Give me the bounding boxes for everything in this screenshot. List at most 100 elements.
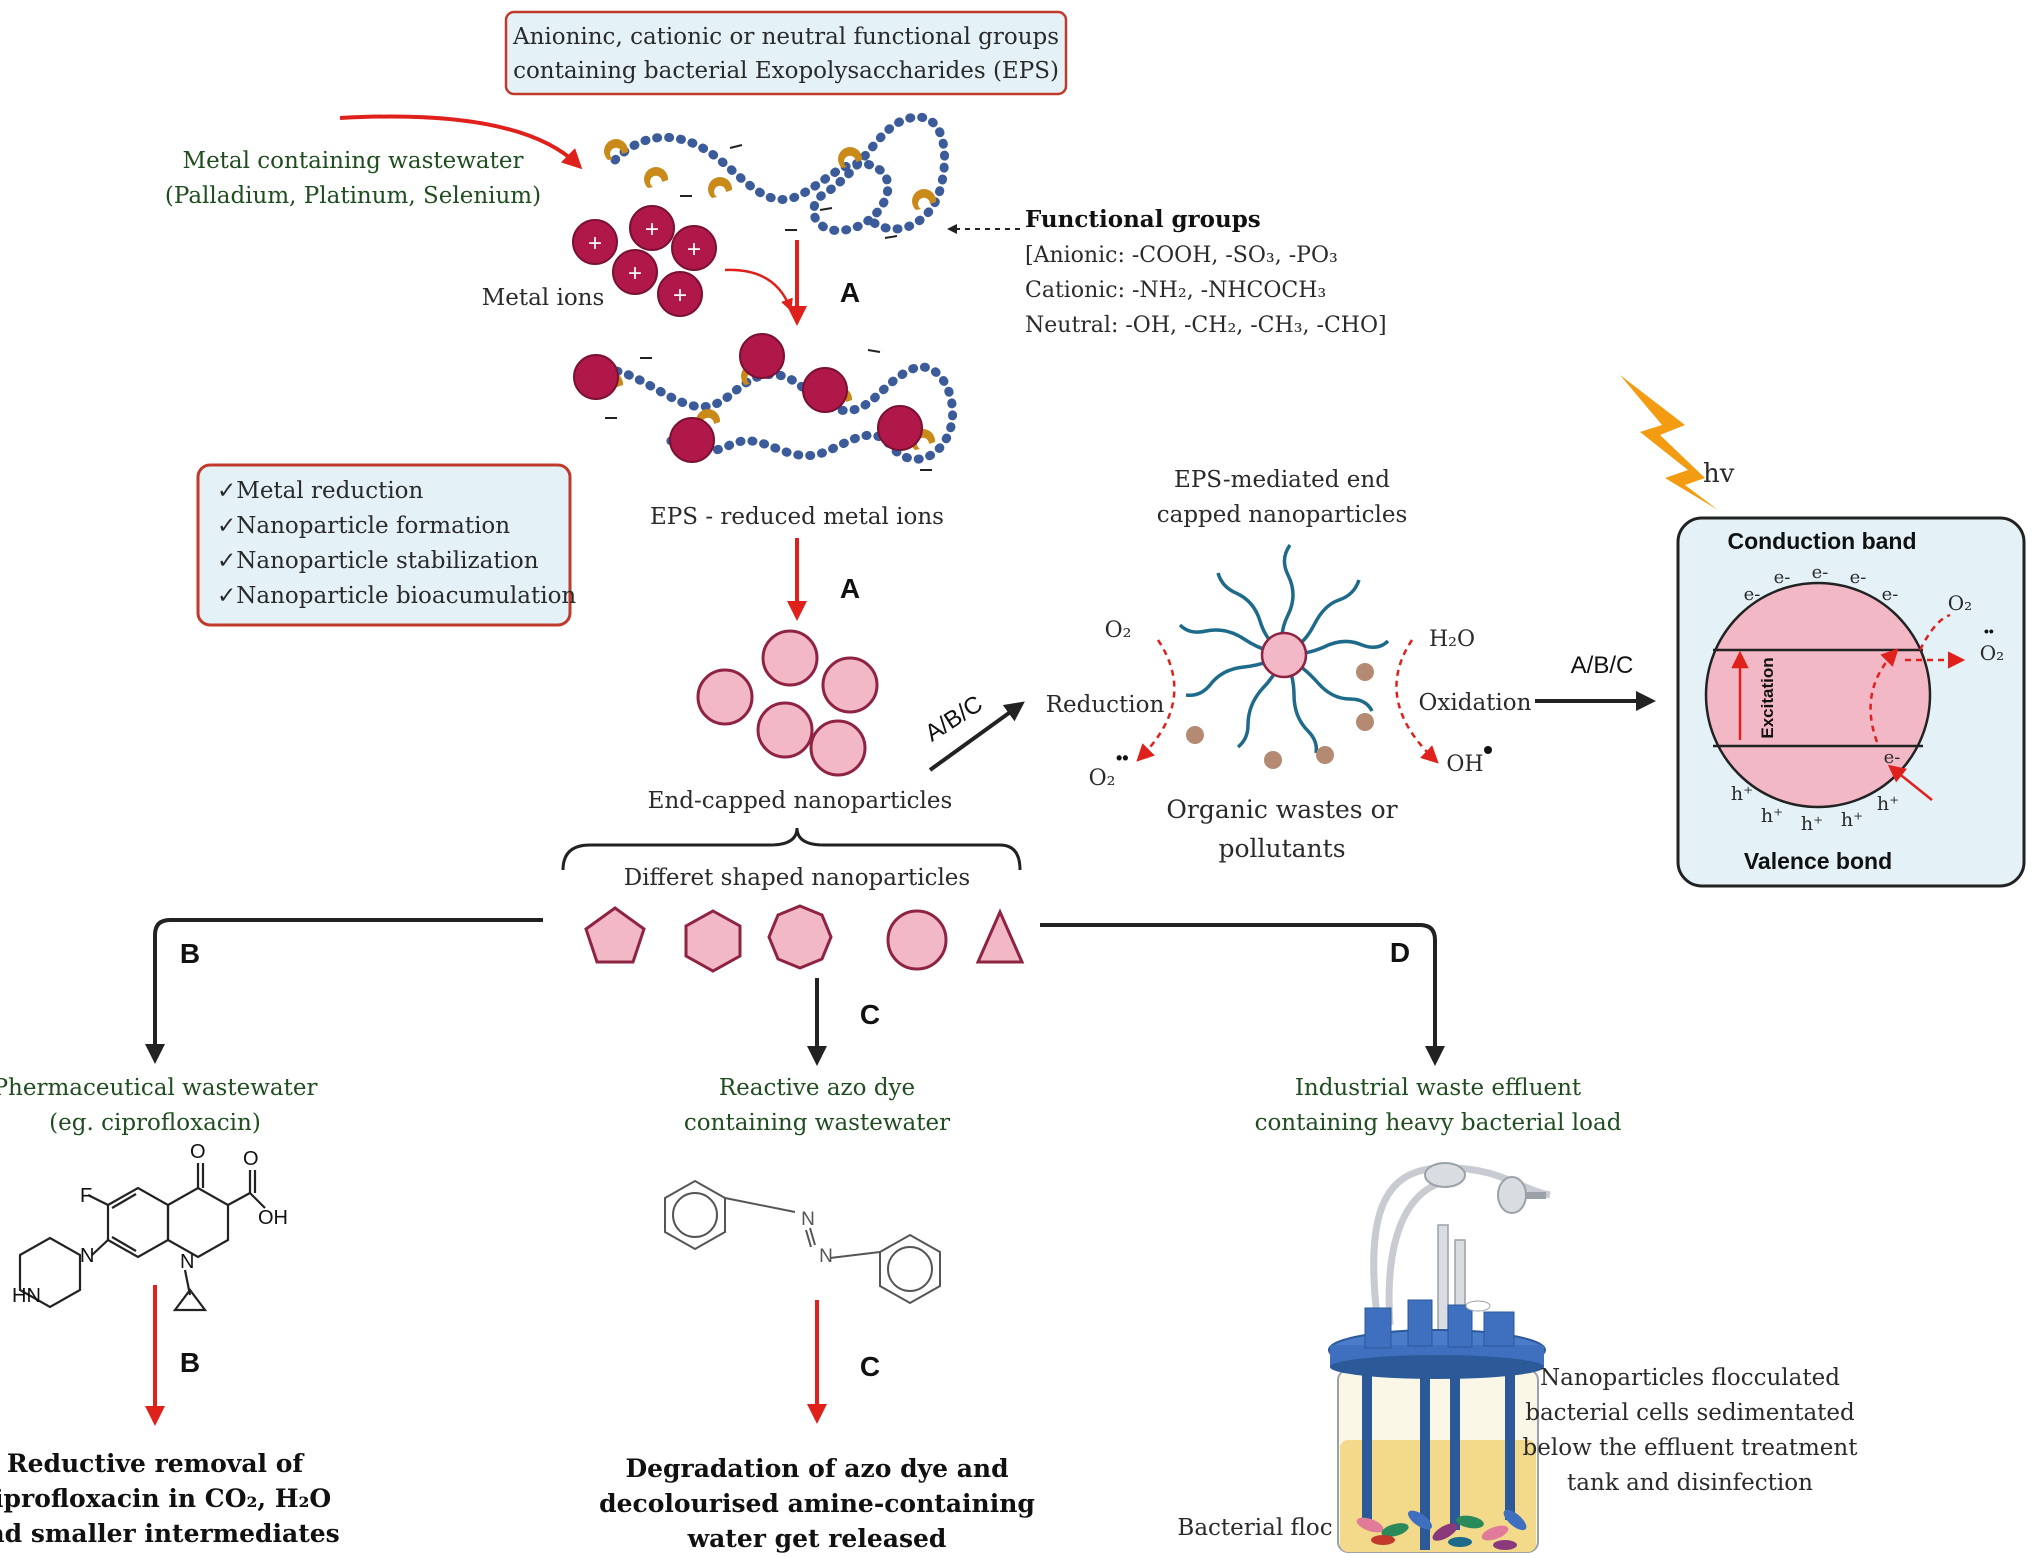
functional-groups-anionic: [Anionic: -COOH, -SO₃, -PO₃ (1025, 243, 1338, 268)
azo-dye-structure (664, 1179, 941, 1305)
eps-title-line1: Anioninc, cationic or neutral functional… (512, 24, 1059, 50)
branch-d-line (1040, 923, 1445, 1066)
triangle-nanoparticle (975, 908, 1025, 964)
electron-2: e- (1774, 567, 1791, 588)
bioreactor-icon (1328, 1162, 1551, 1553)
cipro-atom-oh: OH (258, 1207, 288, 1229)
industrial-heading-line1: Industrial waste effluent (1295, 1075, 1582, 1101)
hexagon-nanoparticle (684, 909, 742, 973)
electron-1: e- (1744, 584, 1761, 605)
o2-radical-label: O₂ (1089, 766, 1116, 791)
o2-reactant-label: O₂ (1105, 618, 1132, 643)
result-c-line1: Degradation of azo dye and (625, 1454, 1008, 1483)
ion-charge-3: + (687, 236, 701, 263)
pharma-heading-line2: (eg. ciprofloxacin) (49, 1110, 261, 1136)
bacterial-floc-label: Bacterial floc (1177, 1515, 1332, 1541)
metal-ions-label: Metal ions (482, 285, 605, 311)
pentagon-nanoparticle (584, 906, 646, 964)
functional-groups-title: Functional groups (1025, 206, 1261, 233)
cipro-atom-n2: N (80, 1245, 94, 1267)
electron-3: e- (1812, 562, 1829, 583)
organic-pollutant-particles (1186, 663, 1374, 769)
eps-title-box: Anioninc, cationic or neutral functional… (504, 10, 1068, 96)
circle-nanoparticle (886, 909, 948, 971)
conduction-band-label: Conduction band (1727, 528, 1916, 554)
abc-label-2: A/B/C (1571, 652, 1634, 679)
abc-label-1: A/B/C (920, 690, 987, 747)
cipro-atom-f: F (80, 1185, 92, 1207)
checklist-item-1: ✓Metal reduction (217, 478, 424, 504)
hv-label: hv (1703, 459, 1735, 489)
checklist-item-3: ✓Nanoparticle stabilization (217, 548, 539, 574)
valence-band-label: Valence bond (1744, 848, 1892, 874)
semiconductor-particle (1704, 581, 1932, 809)
result-d-line3: below the effluent treatment (1523, 1435, 1859, 1461)
band-o2-radical-dots: •• (1984, 623, 1994, 639)
band-o2-radical-label: O₂ (1980, 641, 2004, 665)
hole-arrow (1887, 764, 1933, 801)
step-b-label-1: B (180, 938, 200, 969)
band-diagram: Conduction band Valence bond Excitation … (1676, 516, 2026, 888)
oxidation-arrow (1395, 639, 1439, 764)
step-a-label-2: A (840, 573, 860, 604)
branch-b-line (145, 918, 543, 1064)
result-d-line2: bacterial cells sedimentated (1525, 1400, 1855, 1426)
result-b-line3: and smaller intermediates (0, 1519, 340, 1548)
end-capped-label: End-capped nanoparticles (648, 788, 953, 814)
hole-5: h⁺ (1877, 793, 1899, 815)
step-c-label-1: C (860, 999, 880, 1030)
electron-transfer-arrow (1869, 648, 1899, 743)
bacterial-floc-cells (1356, 1509, 1527, 1550)
industrial-heading-line2: containing heavy bacterial load (1255, 1110, 1622, 1136)
pollutants-label-line1: Organic wastes or (1166, 795, 1397, 824)
result-d-line1: Nanoparticles flocculated (1540, 1365, 1840, 1391)
result-b-line2: ciprofloxacin in CO₂, H₂O (0, 1484, 331, 1513)
hole-3: h⁺ (1801, 813, 1823, 835)
step-c-label-2: C (860, 1351, 880, 1382)
oh-radical-dot (1484, 746, 1492, 754)
functional-groups-top (604, 139, 937, 210)
wastewater-label-line1: Metal containing wastewater (183, 148, 524, 174)
pharma-heading-line1: Phermaceutical wastewater (0, 1075, 317, 1101)
shaped-nanoparticles (584, 904, 1025, 973)
wastewater-arrow (339, 114, 583, 170)
eps-np-label-line2: capped nanoparticles (1157, 502, 1408, 528)
lightning-icon (1620, 375, 1718, 510)
octagon-nanoparticle (767, 904, 833, 970)
metal-ions-cluster: + + + + + (572, 205, 717, 317)
electron-6: e- (1884, 747, 1901, 768)
abc-arrow-1 (928, 701, 1025, 772)
charge-marks-reduced (605, 349, 932, 471)
eps-np-core (1260, 631, 1308, 679)
reduction-label: Reduction (1046, 692, 1165, 718)
step-a-label-1: A (840, 277, 860, 308)
ion-charge-4: + (628, 260, 642, 287)
functional-groups-neutral: Neutral: -OH, -CH₂, -CH₃, -CHO] (1025, 313, 1387, 338)
hole-2: h⁺ (1761, 805, 1783, 827)
ciprofloxacin-structure (18, 1163, 266, 1312)
oh-radical-label: OH (1446, 752, 1483, 777)
reduction-arrow (1136, 639, 1176, 762)
electron-4: e- (1850, 567, 1867, 588)
shapes-brace (561, 827, 1022, 871)
eps-title-line2: containing bacterial Exopolysaccharides … (513, 58, 1059, 84)
ion-charge-2: + (645, 216, 659, 243)
step-d-label: D (1390, 937, 1410, 968)
azo-heading-line1: Reactive azo dye (719, 1075, 915, 1101)
eps-chain-top (610, 112, 950, 235)
h2o-label: H₂O (1429, 627, 1475, 652)
pollutants-label-line2: pollutants (1218, 834, 1345, 863)
oxidation-label: Oxidation (1419, 690, 1532, 716)
azo-atom-n1: N (801, 1209, 815, 1230)
cipro-atom-hn: HN (12, 1285, 41, 1307)
electron-5: e- (1882, 584, 1899, 605)
result-b-line1: Reductive removal of (7, 1449, 306, 1478)
hole-1: h⁺ (1731, 783, 1753, 805)
ion-charge-5: + (673, 282, 687, 309)
checklist-item-2: ✓Nanoparticle formation (217, 513, 510, 539)
metal-binding-arrow (724, 268, 793, 312)
reduced-metal-particles (573, 333, 923, 463)
excitation-label: Excitation (1758, 657, 1777, 738)
